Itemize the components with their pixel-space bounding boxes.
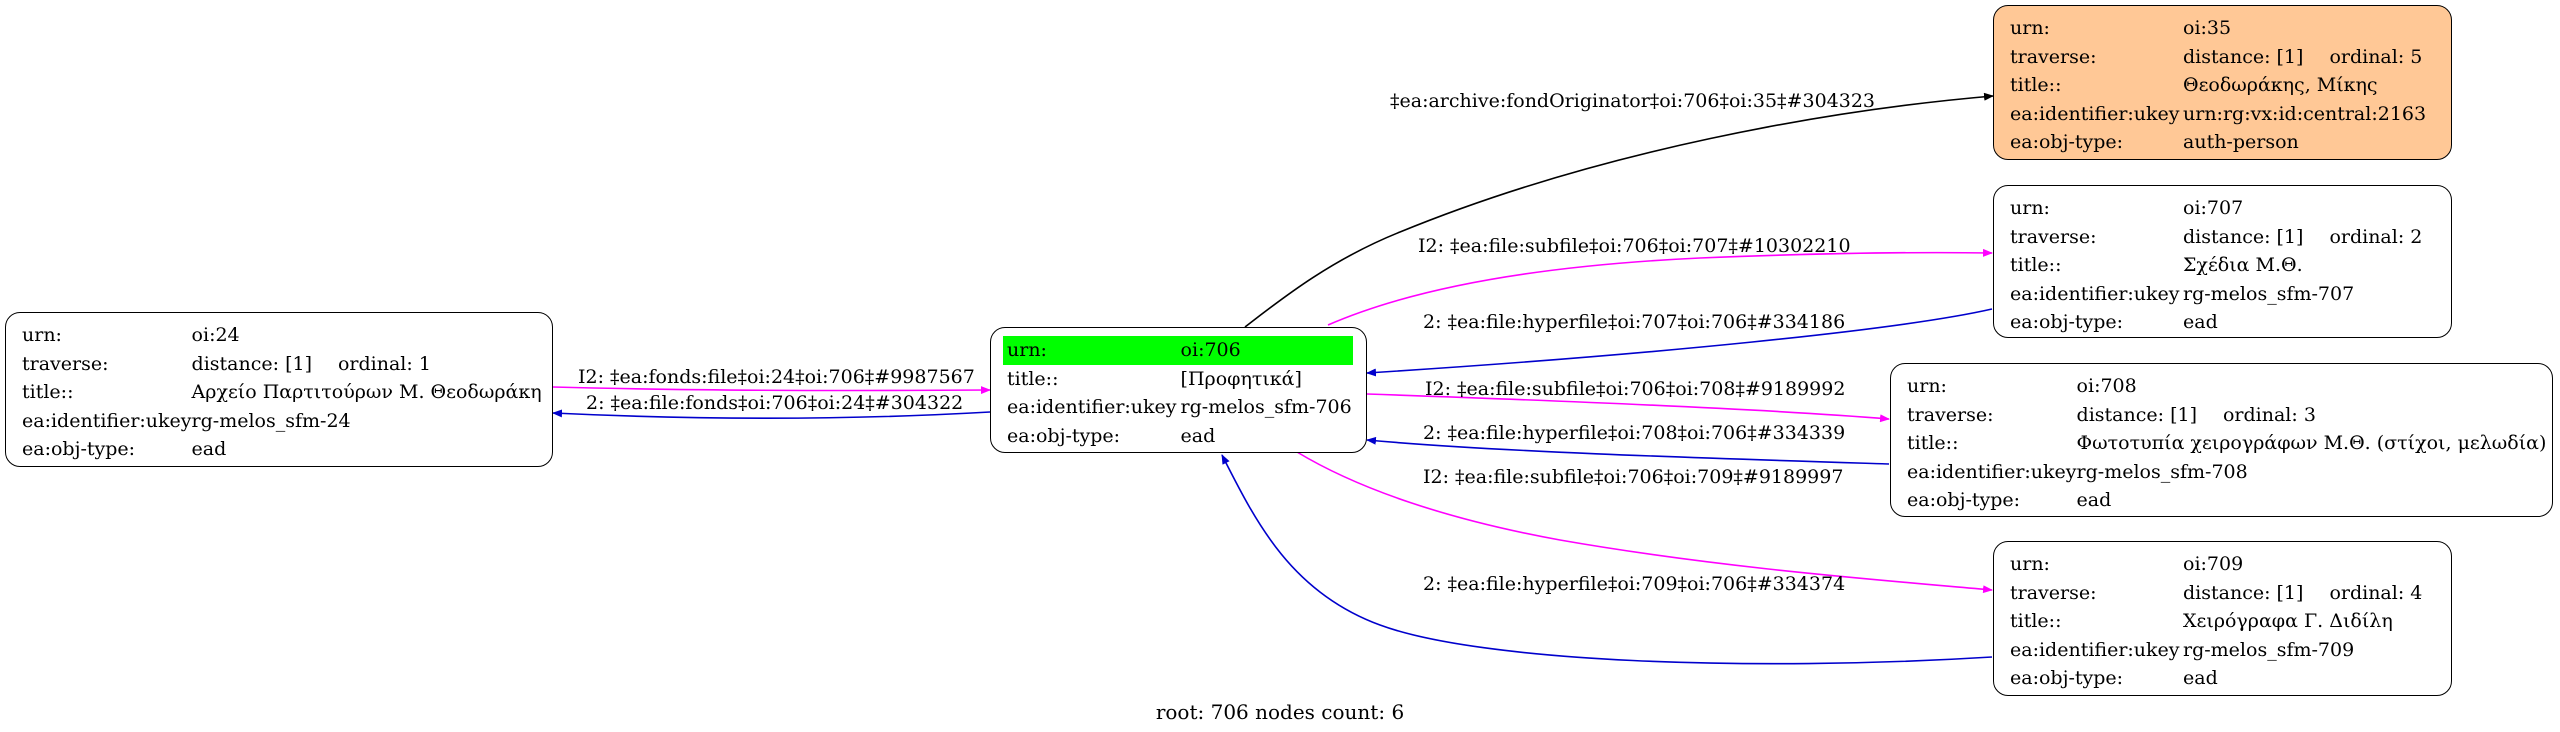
node-oi-24-fields: urn:oi:24 traverse:distance: [1]ordinal:… (22, 321, 542, 464)
edge-subfile-709 (1296, 451, 1993, 594)
node-obj-type: ead (1180, 424, 1216, 447)
edge-fond-originator (1244, 92, 1994, 328)
edge-file-fonds (552, 409, 991, 419)
node-urn: oi:709 (2183, 553, 2244, 575)
edge-fonds-file (552, 386, 991, 395)
node-title: Θεοδωράκης, Μίκης (2183, 74, 2378, 96)
node-ukey: rg-melos_sfm-707 (2183, 282, 2355, 305)
node-ukey: rg-melos_sfm-709 (2183, 638, 2355, 661)
node-urn: oi:707 (2183, 197, 2244, 219)
node-oi-708-fields: urn:oi:708 traverse:distance: [1]ordinal… (1907, 372, 2546, 515)
node-ordinal: ordinal: 2 (2329, 225, 2423, 248)
node-title: Σχέδια Μ.Θ. (2183, 254, 2303, 276)
edge-label-fonds-file: I2: ‡ea:fonds:file‡oi:24‡oi:706‡#9987567 (578, 366, 975, 388)
node-oi-707-fields: urn:oi:707 traverse:distance: [1]ordinal… (2010, 194, 2422, 337)
node-title: Αρχείο Παρτιτούρων Μ. Θεοδωράκη (191, 381, 542, 403)
node-ordinal: ordinal: 5 (2329, 45, 2423, 68)
node-urn: oi:706 (1176, 336, 1353, 365)
edge-label-hyperfile-707: 2: ‡ea:file:hyperfile‡oi:707‡oi:706‡#334… (1423, 311, 1845, 333)
edge-hyperfile-708 (1366, 436, 1890, 465)
node-distance: distance: [1] (2183, 45, 2304, 68)
node-title: Φωτοτυπία χειρογράφων Μ.Θ. (στίχοι, μελω… (2076, 432, 2547, 454)
node-ukey: urn:rg:vx:id:central:2163 (2183, 102, 2427, 125)
edge-label-fond-originator: ‡ea:archive:fondOriginator‡oi:706‡oi:35‡… (1390, 90, 1875, 112)
node-oi-706-fields: urn:oi:706 title::[Προφητικά] ea:identif… (1003, 336, 1353, 450)
node-oi-708[interactable]: urn:oi:708 traverse:distance: [1]ordinal… (1890, 363, 2553, 517)
edge-label-file-fonds: 2: ‡ea:file:fonds‡oi:706‡oi:24‡#304322 (586, 392, 963, 414)
node-obj-type: ead (2183, 311, 2218, 333)
node-distance: distance: [1] (2183, 225, 2304, 248)
edge-label-subfile-708: I2: ‡ea:file:subfile‡oi:706‡oi:708‡#9189… (1425, 378, 1845, 400)
node-urn: oi:24 (191, 324, 240, 346)
node-urn: oi:708 (2076, 375, 2137, 397)
edge-subfile-708 (1366, 393, 1890, 423)
node-distance: distance: [1] (191, 352, 312, 375)
node-urn: oi:35 (2183, 17, 2232, 39)
node-oi-709[interactable]: urn:oi:709 traverse:distance: [1]ordinal… (1993, 541, 2452, 696)
node-ordinal: ordinal: 1 (337, 352, 431, 375)
node-obj-type: auth-person (2183, 131, 2299, 153)
node-oi-706-root[interactable]: urn:oi:706 title::[Προφητικά] ea:identif… (990, 327, 1367, 453)
edge-hyperfile-707 (1366, 308, 1993, 377)
node-oi-709-fields: urn:oi:709 traverse:distance: [1]ordinal… (2010, 550, 2422, 693)
edge-label-hyperfile-708: 2: ‡ea:file:hyperfile‡oi:708‡oi:706‡#334… (1423, 422, 1845, 444)
node-ukey: rg-melos_sfm-706 (1180, 396, 1352, 418)
node-distance: distance: [1] (2183, 581, 2304, 604)
node-obj-type: ead (191, 438, 227, 460)
node-oi-35-fields: urn:oi:35 traverse:distance: [1]ordinal:… (2010, 14, 2426, 157)
graph-footer-summary: root: 706 nodes count: 6 (1155, 700, 1405, 724)
edge-label-hyperfile-709: 2: ‡ea:file:hyperfile‡oi:709‡oi:706‡#334… (1423, 573, 1845, 595)
node-oi-707[interactable]: urn:oi:707 traverse:distance: [1]ordinal… (1993, 185, 2452, 338)
node-title: [Προφητικά] (1180, 367, 1302, 390)
node-ordinal: ordinal: 4 (2329, 581, 2423, 604)
edge-subfile-707 (1327, 248, 1993, 326)
edge-label-subfile-707: I2: ‡ea:file:subfile‡oi:706‡oi:707‡#1030… (1418, 235, 1851, 257)
node-ordinal: ordinal: 3 (2222, 403, 2316, 426)
edge-label-subfile-709: I2: ‡ea:file:subfile‡oi:706‡oi:709‡#9189… (1423, 466, 1843, 488)
node-oi-24[interactable]: urn:oi:24 traverse:distance: [1]ordinal:… (5, 312, 553, 467)
edge-hyperfile-709 (1221, 454, 1993, 665)
node-obj-type: ead (2076, 489, 2112, 511)
node-ukey: rg-melos_sfm-24 (191, 409, 351, 432)
node-oi-35[interactable]: urn:oi:35 traverse:distance: [1]ordinal:… (1993, 5, 2452, 160)
node-title: Χειρόγραφα Γ. Διδίλη (2183, 610, 2393, 632)
node-obj-type: ead (2183, 667, 2218, 689)
node-distance: distance: [1] (2076, 403, 2197, 426)
node-ukey: rg-melos_sfm-708 (2076, 460, 2248, 483)
